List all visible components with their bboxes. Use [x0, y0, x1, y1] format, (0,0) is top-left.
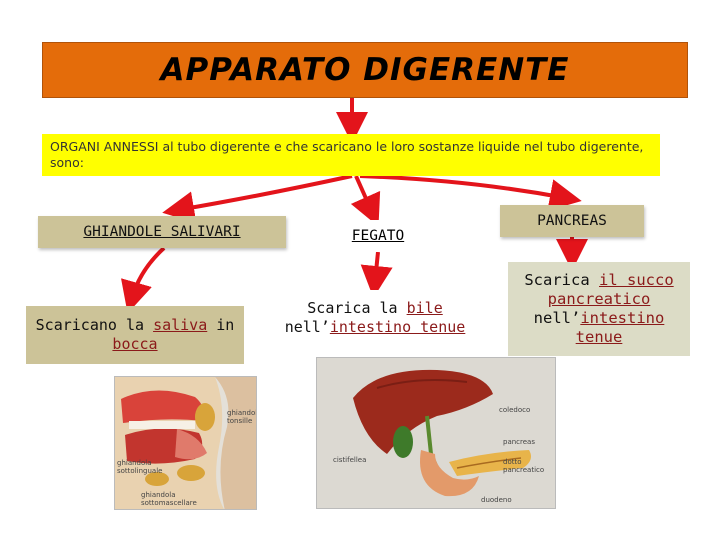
desc-succo-text: Scarica — [524, 271, 599, 289]
mouth-label-sottomascellare: sottomascellare — [141, 499, 197, 507]
arrow-intro-fegato — [350, 175, 381, 227]
node-pancreas-label: PANCREAS — [537, 213, 607, 229]
arrow-intro-ghiandole — [162, 174, 353, 224]
desc-bile-text: Scarica la — [307, 299, 407, 317]
liver-label-pancreatico: pancreatico — [503, 466, 544, 474]
node-fegato: FEGATO — [322, 220, 434, 252]
arrow-intro-pancreas — [359, 174, 582, 211]
liver-label-duodeno: duodeno — [481, 496, 512, 504]
node-pancreas: PANCREAS — [500, 205, 644, 237]
keyword-intestino-tenue-2: intestino tenue — [575, 309, 665, 346]
mouth-label-tonsille: tonsille — [227, 417, 252, 425]
intro-box: ORGANI ANNESSI al tubo digerente e che s… — [42, 134, 660, 176]
desc-saliva-text: Scaricano la — [35, 316, 154, 334]
mouth-label-ghiandola-1: ghiandola — [117, 459, 152, 467]
intro-text: ORGANI ANNESSI al tubo digerente e che s… — [50, 139, 644, 170]
keyword-intestino-tenue: intestino tenue — [329, 318, 466, 336]
node-ghiandole-label: GHIANDOLE SALIVARI — [83, 224, 241, 240]
desc-succo-mid: nell’ — [533, 309, 581, 327]
arrow-ghiandole-saliva — [121, 246, 166, 314]
node-fegato-label: FEGATO — [351, 228, 405, 244]
liver-label-pancreas: pancreas — [503, 438, 535, 446]
desc-saliva: Scaricano la saliva in bocca — [26, 306, 244, 364]
liver-pancreas-illustration: coledoco pancreas cistifellea dotto panc… — [316, 357, 556, 509]
keyword-bile: bile — [406, 299, 443, 317]
title-box: APPARATO DIGERENTE — [42, 42, 688, 98]
liver-label-cistifellea: cistifellea — [333, 456, 366, 464]
keyword-succo-pancreatico: il succo pancreatico — [547, 271, 674, 308]
mouth-label-ghiandola-2: ghiandola — [141, 491, 176, 499]
node-ghiandole-salivari: GHIANDOLE SALIVARI — [38, 216, 286, 248]
desc-bile: Scarica la bile nell’intestino tenue — [266, 290, 484, 346]
mouth-label-ghiandole: ghiandole — [227, 409, 257, 417]
liver-label-coledoco: coledoco — [499, 406, 530, 414]
keyword-saliva: saliva — [153, 316, 208, 334]
desc-succo-pancreatico: Scarica il succo pancreatico nell’intest… — [508, 262, 690, 356]
mouth-illustration: ghiandole tonsille ghiandola sottolingua… — [114, 376, 257, 510]
desc-saliva-mid: in — [207, 316, 235, 334]
liver-label-dotto: dotto — [503, 458, 522, 466]
arrow-fegato-bile — [360, 251, 393, 298]
mouth-label-sottolinguale: sottolinguale — [117, 467, 162, 475]
page-title: APPARATO DIGERENTE — [160, 52, 570, 88]
desc-bile-mid: nell’ — [284, 318, 330, 336]
keyword-bocca: bocca — [112, 335, 158, 353]
